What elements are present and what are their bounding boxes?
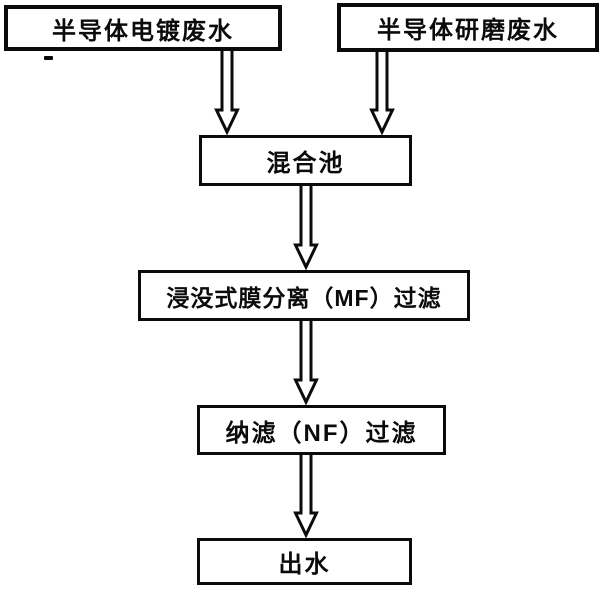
arrow-nf-to-effluent-icon xyxy=(293,455,319,539)
arrow-mf-to-nf-icon xyxy=(293,321,319,406)
node-mf-filtration: 浸没式膜分离（MF）过滤 xyxy=(138,270,470,321)
node-grinding-wastewater: 半导体研磨废水 xyxy=(337,3,599,52)
node-label: 纳滤（NF）过滤 xyxy=(225,419,418,447)
arrow-grinding-to-mixing-icon xyxy=(369,52,395,136)
node-label: 半导体电镀废水 xyxy=(52,17,234,45)
node-label: 半导体研磨废水 xyxy=(377,17,559,44)
node-label: 浸没式膜分离（MF）过滤 xyxy=(166,284,442,311)
arrow-electroplating-to-mixing-icon xyxy=(214,51,240,136)
node-electroplating-wastewater: 半导体电镀废水 xyxy=(4,5,282,51)
node-nf-filtration: 纳滤（NF）过滤 xyxy=(197,405,446,455)
arrow-mixing-to-mf-icon xyxy=(293,186,319,271)
node-label: 混合池 xyxy=(266,150,345,177)
node-mixing-tank: 混合池 xyxy=(199,135,412,186)
node-effluent: 出水 xyxy=(197,538,412,585)
scan-stray-mark xyxy=(44,56,53,60)
node-label: 出水 xyxy=(278,551,331,578)
